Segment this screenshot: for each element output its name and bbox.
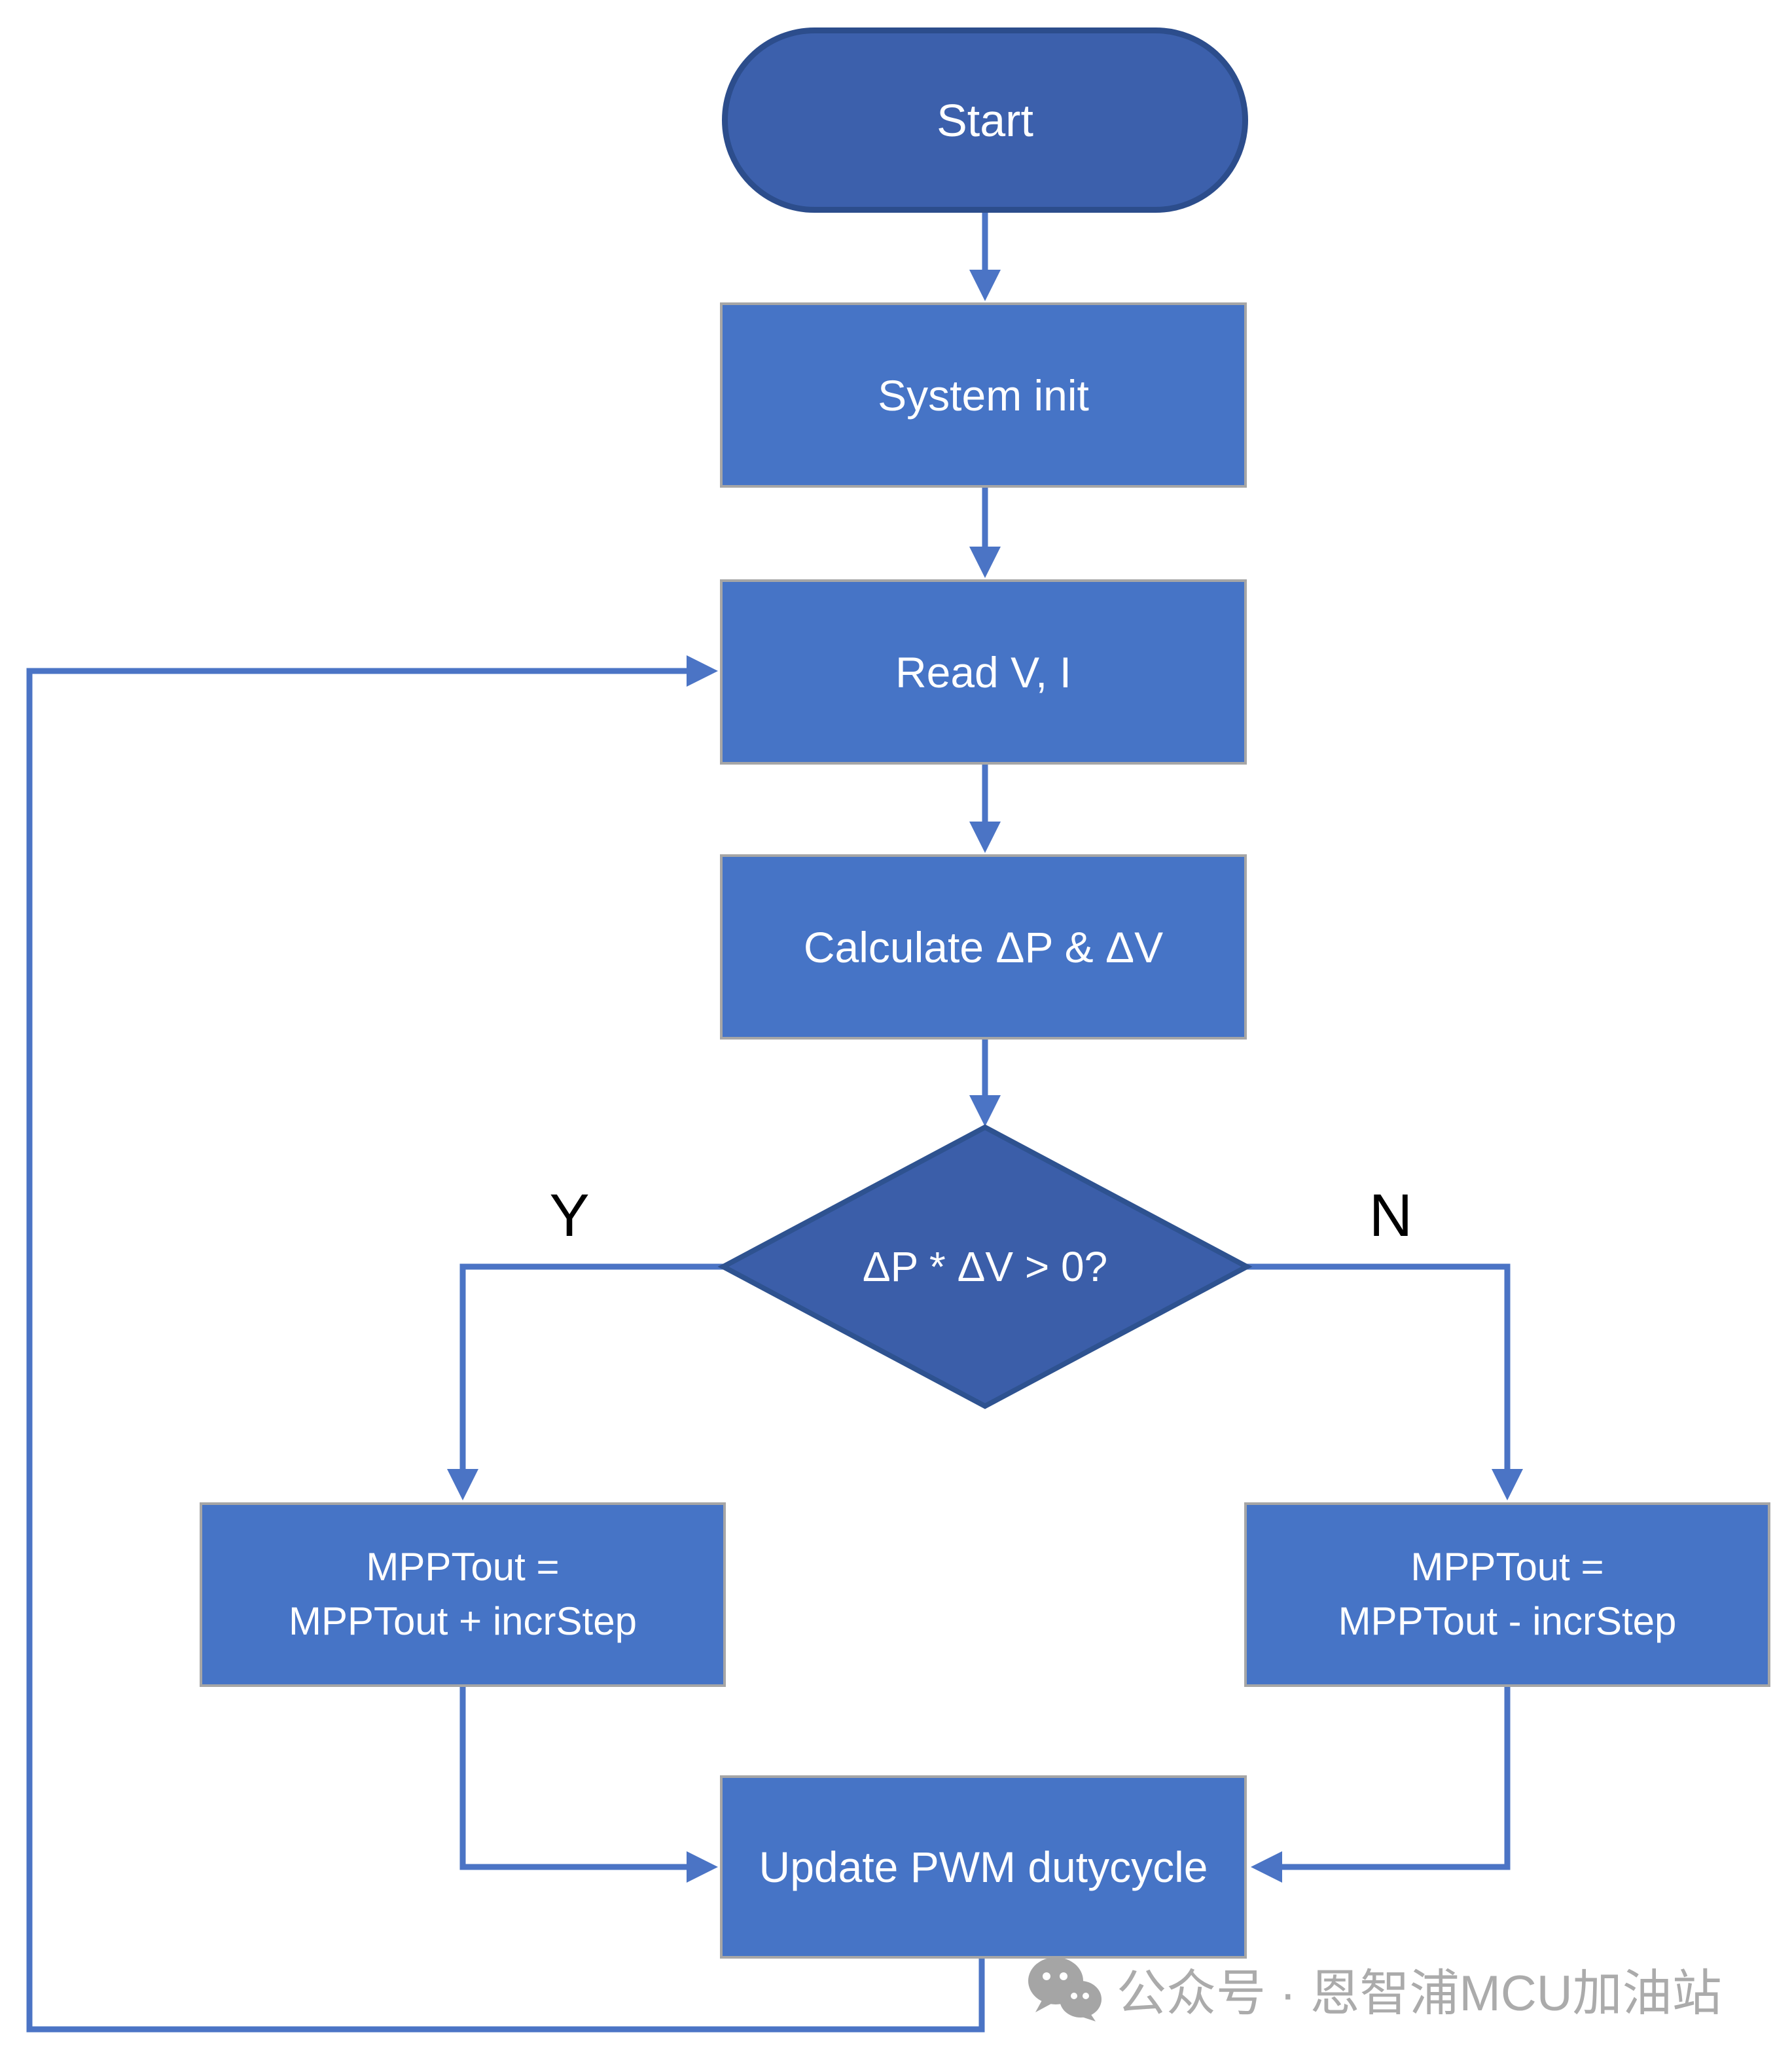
connector-decision-yes-branch: [459, 1263, 723, 1471]
branch-label-n: N: [1325, 1175, 1456, 1257]
process-system-init: System init: [720, 302, 1247, 488]
process-mppt-increase: MPPTout = MPPTout + incrStep: [200, 1502, 726, 1687]
terminator-start: Start: [722, 27, 1248, 213]
node-label: System init: [878, 371, 1089, 420]
connector-increase-to-update-pwm: [459, 1687, 689, 1870]
process-calculate-dp-dv: Calculate ΔP & ΔV: [720, 854, 1247, 1040]
branch-label-y: Y: [504, 1175, 635, 1257]
connector-decrease-to-update-pwm: [1280, 1687, 1511, 1870]
node-label-line1: MPPTout =: [366, 1545, 560, 1589]
node-label: Start: [937, 94, 1033, 146]
node-label-line2: MPPTout + incrStep: [289, 1599, 637, 1643]
arrowhead-into-decision: [969, 1095, 1001, 1127]
node-label: Read V, I: [895, 647, 1072, 697]
watermark-text: 公众号 · 恩智浦MCU加油站: [1117, 1965, 1722, 2021]
process-read-v-i: Read V, I: [720, 579, 1247, 765]
arrowhead-into-decrease: [1492, 1469, 1523, 1500]
decision-diamond-shape: [717, 1124, 1253, 1409]
decision-dp-dv-label: ΔP * ΔV > 0?: [723, 1127, 1247, 1406]
node-label-line2: MPPTout - incrStep: [1338, 1599, 1677, 1643]
watermark: 公众号 · 恩智浦MCU加油站: [1026, 1954, 1722, 2023]
wechat-icon: [1028, 1957, 1102, 2021]
node-label: Calculate ΔP & ΔV: [803, 922, 1164, 971]
connector-loop-back-to-read: [26, 668, 985, 2033]
node-label: ΔP * ΔV > 0?: [862, 1243, 1108, 1290]
node-label: MPPTout = MPPTout + incrStep: [289, 1540, 637, 1649]
arrowhead-into-update-pwm-left: [687, 1851, 718, 1883]
process-update-pwm: Update PWM dutycycle: [720, 1775, 1247, 1959]
process-mppt-decrease: MPPTout = MPPTout - incrStep: [1244, 1502, 1770, 1687]
branch-label-text: Y: [549, 1182, 590, 1249]
node-label: MPPTout = MPPTout - incrStep: [1338, 1540, 1677, 1649]
arrowhead-into-increase: [447, 1469, 478, 1500]
arrowhead-into-update-pwm-right: [1251, 1851, 1282, 1883]
node-label-line1: MPPTout =: [1410, 1545, 1604, 1589]
arrowhead-into-system-init: [969, 270, 1001, 301]
connector-decision-no-branch: [1247, 1263, 1511, 1471]
node-label: Update PWM dutycycle: [759, 1843, 1208, 1891]
arrowhead-into-calculate: [969, 822, 1001, 853]
branch-label-text: N: [1369, 1182, 1413, 1249]
arrowhead-loop-into-read: [687, 655, 718, 687]
arrowhead-into-read: [969, 547, 1001, 578]
